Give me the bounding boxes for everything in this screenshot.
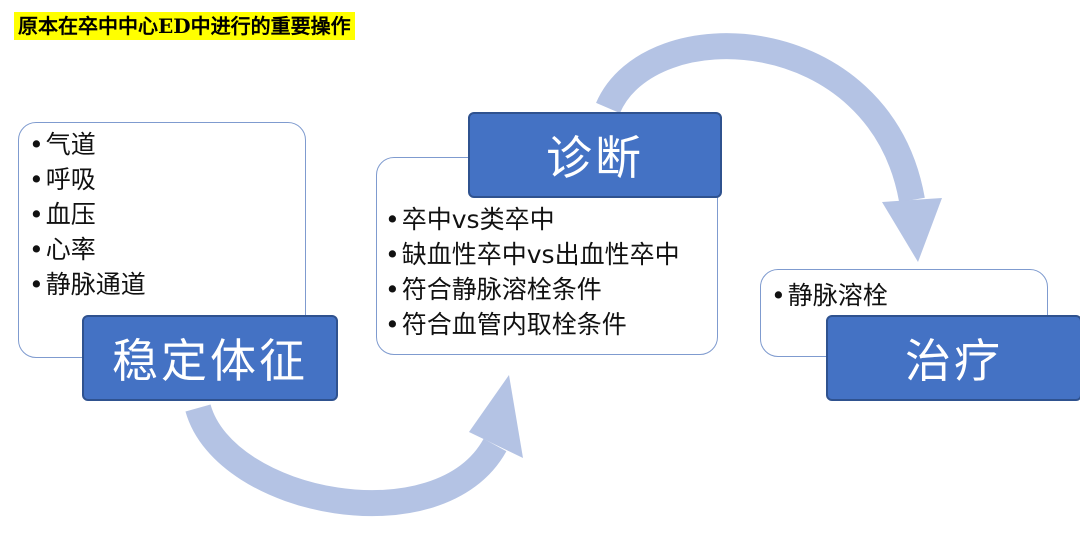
diagnose-title: 诊断 <box>468 112 722 198</box>
arrow-stabilize-to-diagnose <box>185 403 507 516</box>
arrow-diagnose-to-treat <box>596 33 925 203</box>
list-item: 血压 <box>29 197 305 232</box>
arrow-head-stabilize-to-diagnose <box>469 375 523 458</box>
diagnose-list: 卒中vs类卒中 缺血性卒中vs出血性卒中 符合静脉溶栓条件 符合血管内取栓条件 <box>385 202 717 342</box>
list-item: 缺血性卒中vs出血性卒中 <box>385 237 717 272</box>
list-item: 气道 <box>29 127 305 162</box>
page-heading: 原本在卒中中心ED中进行的重要操作 <box>14 12 355 40</box>
list-item: 卒中vs类卒中 <box>385 202 717 237</box>
treat-title: 治疗 <box>826 315 1080 401</box>
list-item: 静脉通道 <box>29 267 305 302</box>
list-item: 静脉溶栓 <box>771 278 1047 313</box>
list-item: 符合静脉溶栓条件 <box>385 272 717 307</box>
list-item: 符合血管内取栓条件 <box>385 307 717 342</box>
stabilize-list: 气道 呼吸 血压 心率 静脉通道 <box>29 127 305 302</box>
arrow-head-diagnose-to-treat <box>882 198 942 262</box>
list-item: 心率 <box>29 232 305 267</box>
stabilize-title: 稳定体征 <box>82 315 338 401</box>
list-item: 呼吸 <box>29 162 305 197</box>
treat-list: 静脉溶栓 <box>771 278 1047 313</box>
